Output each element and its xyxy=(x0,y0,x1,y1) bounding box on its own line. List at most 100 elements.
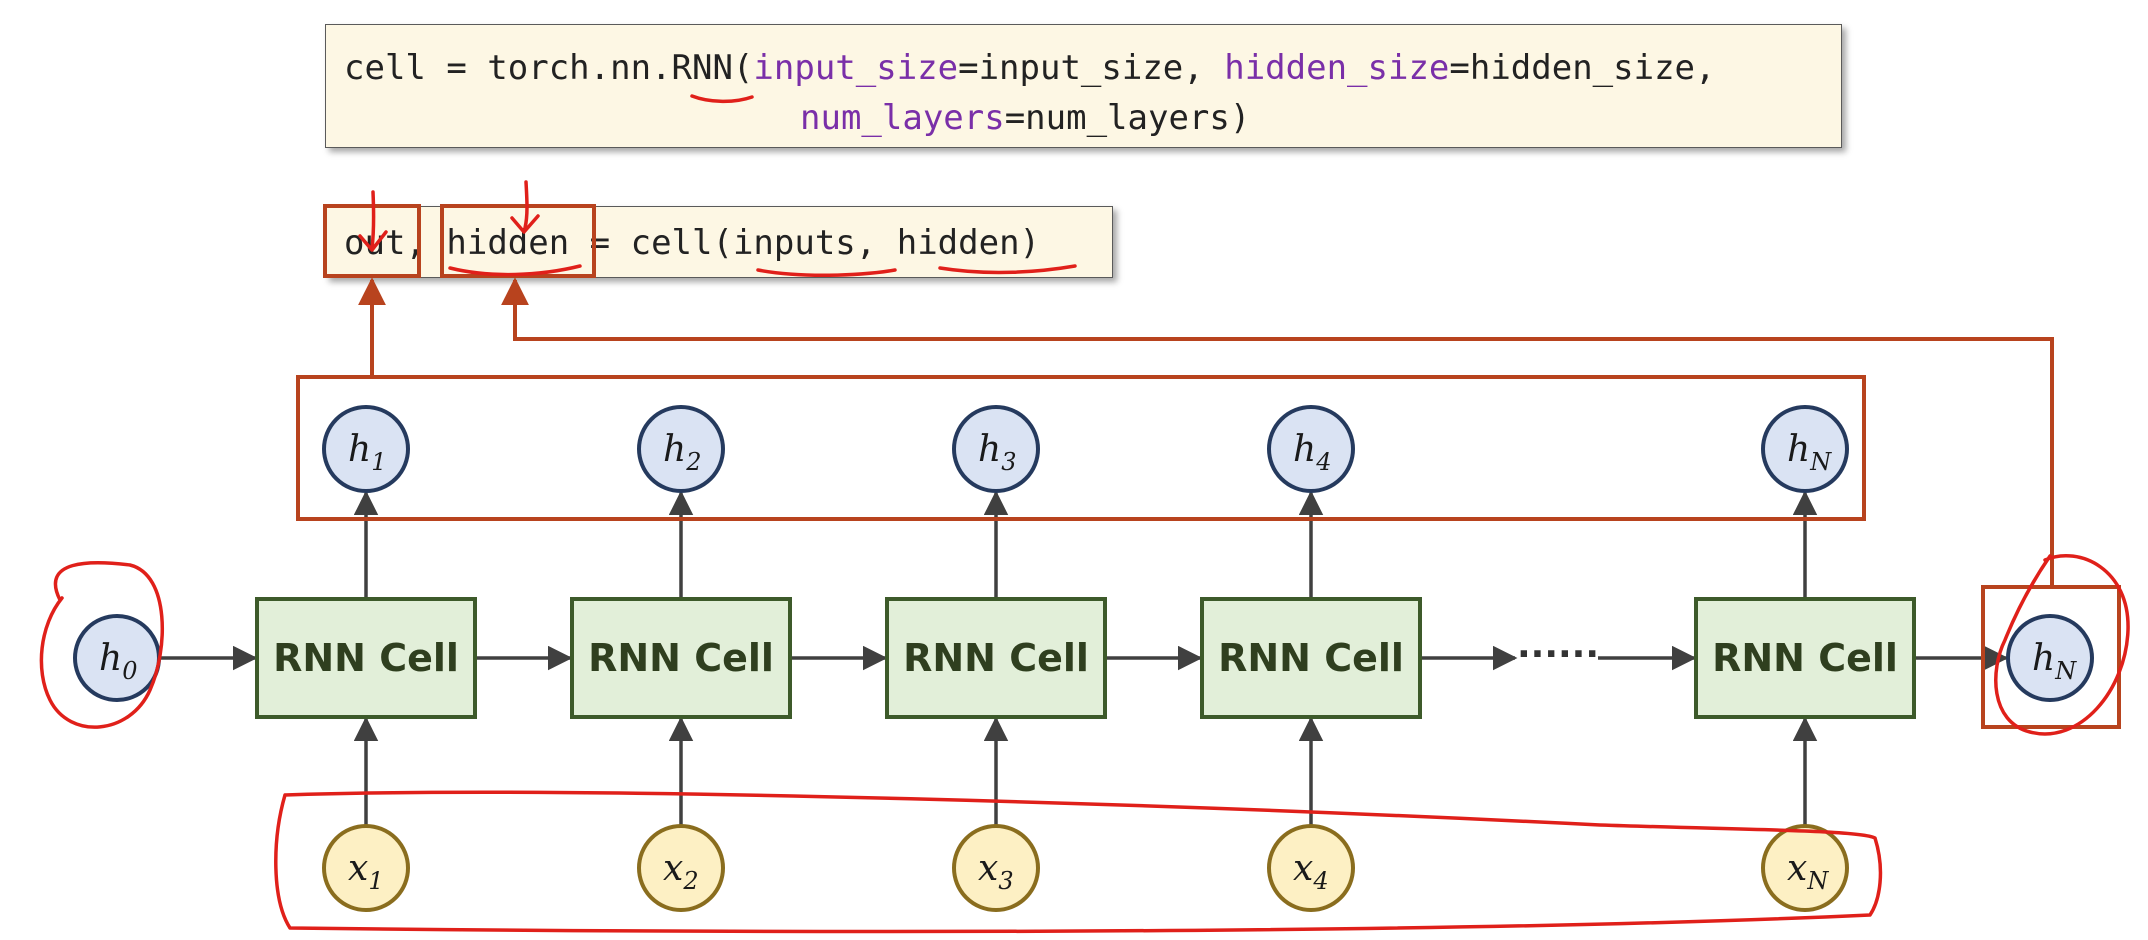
rnn-constructor-code: cell = torch.nn.RNN(input_size=input_siz… xyxy=(325,24,1842,148)
output-node-1: h1 xyxy=(322,405,410,493)
output-node-5-sub: N xyxy=(1809,448,1832,476)
input-node-2-circle xyxy=(637,824,725,912)
hidden-tick-mark xyxy=(510,180,540,234)
final-hidden-node-label: hN xyxy=(2032,638,2077,685)
hidden-var-frame xyxy=(440,204,596,278)
initial-hidden-node-label: h0 xyxy=(99,638,137,685)
output-node-1-label: h1 xyxy=(348,429,386,476)
output-node-5-label: hN xyxy=(1787,429,1832,476)
output-node-4: h4 xyxy=(1267,405,1355,493)
output-node-4-circle xyxy=(1267,405,1355,493)
input-node-2: x2 xyxy=(637,824,725,912)
input-node-1-sub: 1 xyxy=(368,867,383,895)
inputs-lasso-mark xyxy=(274,790,1883,934)
h0-circle-mark xyxy=(39,560,164,729)
input-node-1-label: x1 xyxy=(348,848,384,895)
code-line-2: num_layers=num_layers) xyxy=(344,93,1841,143)
output-node-3-label: h3 xyxy=(978,429,1016,476)
input-node-4-circle xyxy=(1267,824,1355,912)
input-node-2-sub: 2 xyxy=(682,867,698,895)
output-node-4-var: h xyxy=(1293,429,1316,470)
final-hidden-node: hN xyxy=(2006,614,2094,702)
hidden-underline-mark xyxy=(448,264,582,277)
input-node-4: x4 xyxy=(1267,824,1355,912)
ellipsis: ······ xyxy=(1517,634,1599,675)
hN-circle-mark xyxy=(1994,554,2130,736)
code-value-num-layers: =num_layers) xyxy=(1004,98,1251,138)
hN-to-hidden-arrow xyxy=(501,277,2054,587)
final-hidden-node-circle xyxy=(2006,614,2094,702)
output-node-3-var: h xyxy=(978,429,1001,470)
input-node-3-var: x xyxy=(978,848,998,889)
rnn-cell-box xyxy=(1694,597,1916,719)
code-hidden-var: hidden xyxy=(446,223,570,263)
input-node-3-label: x3 xyxy=(978,848,1014,895)
rnn-cell-2: RNN Cell xyxy=(570,597,792,719)
input-node-4-sub: 4 xyxy=(1312,867,1328,895)
rnn-cell-label: RNN Cell xyxy=(273,636,459,680)
code-cell-call: = cell(inputs, hidden) xyxy=(569,223,1041,263)
code-value-input-size: =input_size, xyxy=(958,48,1225,88)
out-tick-mark xyxy=(358,190,388,252)
output-node-1-circle xyxy=(322,405,410,493)
final-hidden-node-var: h xyxy=(2032,638,2055,679)
rnn-cell-box xyxy=(255,597,477,719)
input-node-5-sub: N xyxy=(1806,867,1829,895)
input-node-4-label: x4 xyxy=(1293,848,1329,895)
outputs-group-frame xyxy=(296,375,1866,521)
input-node-1-var: x xyxy=(348,848,368,889)
input-node-5-label: xN xyxy=(1787,848,1829,895)
input-node-1-circle xyxy=(322,824,410,912)
output-node-2-label: h2 xyxy=(663,429,701,476)
input-node-3-circle xyxy=(952,824,1040,912)
input-node-5: xN xyxy=(1761,824,1849,912)
rnn-cell-3: RNN Cell xyxy=(885,597,1107,719)
rnn-underline-mark xyxy=(690,94,754,104)
code-constructor-call: cell = torch.nn.RNN( xyxy=(344,48,754,88)
output-node-5-circle xyxy=(1761,405,1849,493)
output-node-4-sub: 4 xyxy=(1315,448,1331,476)
output-node-1-sub: 1 xyxy=(371,448,386,476)
input-node-4-var: x xyxy=(1293,848,1313,889)
input-node-1: x1 xyxy=(322,824,410,912)
initial-hidden-node-var: h xyxy=(99,638,122,679)
code-param-input-size: input_size xyxy=(753,48,959,88)
rnn-cell-label: RNN Cell xyxy=(1218,636,1404,680)
input-node-3-sub: 3 xyxy=(998,867,1013,895)
code-param-num-layers: num_layers xyxy=(800,98,1005,138)
output-node-2-circle xyxy=(637,405,725,493)
output-node-1-var: h xyxy=(348,429,371,470)
hidden-arg-underline-mark xyxy=(938,264,1077,275)
output-node-2-var: h xyxy=(663,429,686,470)
rnn-cell-label: RNN Cell xyxy=(1712,636,1898,680)
code-line-1: cell = torch.nn.RNN(input_size=input_siz… xyxy=(344,43,1841,93)
input-node-5-var: x xyxy=(1787,848,1807,889)
input-node-3: x3 xyxy=(952,824,1040,912)
inputs-underline-mark xyxy=(756,268,897,277)
rnn-cell-1: RNN Cell xyxy=(255,597,477,719)
rnn-cell-label: RNN Cell xyxy=(588,636,774,680)
rnn-cell-5: RNN Cell xyxy=(1694,597,1916,719)
initial-hidden-node: h0 xyxy=(73,614,161,702)
input-node-2-var: x xyxy=(663,848,683,889)
rnn-cell-box xyxy=(885,597,1107,719)
output-node-4-label: h4 xyxy=(1293,429,1331,476)
input-node-2-label: x2 xyxy=(663,848,699,895)
output-node-2-sub: 2 xyxy=(685,448,701,476)
code-param-hidden-size: hidden_size xyxy=(1224,48,1450,88)
output-node-2: h2 xyxy=(637,405,725,493)
rnn-cell-4: RNN Cell xyxy=(1200,597,1422,719)
rnn-cell-label: RNN Cell xyxy=(903,636,1089,680)
final-hidden-node-sub: N xyxy=(2054,657,2077,685)
output-node-3-circle xyxy=(952,405,1040,493)
output-node-3-sub: 3 xyxy=(1001,448,1016,476)
output-node-5: hN xyxy=(1761,405,1849,493)
output-node-3: h3 xyxy=(952,405,1040,493)
output-node-5-var: h xyxy=(1787,429,1810,470)
rnn-cell-box xyxy=(1200,597,1422,719)
input-node-5-circle xyxy=(1761,824,1849,912)
code-value-hidden-size: =hidden_size, xyxy=(1449,48,1716,88)
rnn-cell-box xyxy=(570,597,792,719)
initial-hidden-node-sub: 0 xyxy=(122,657,137,685)
